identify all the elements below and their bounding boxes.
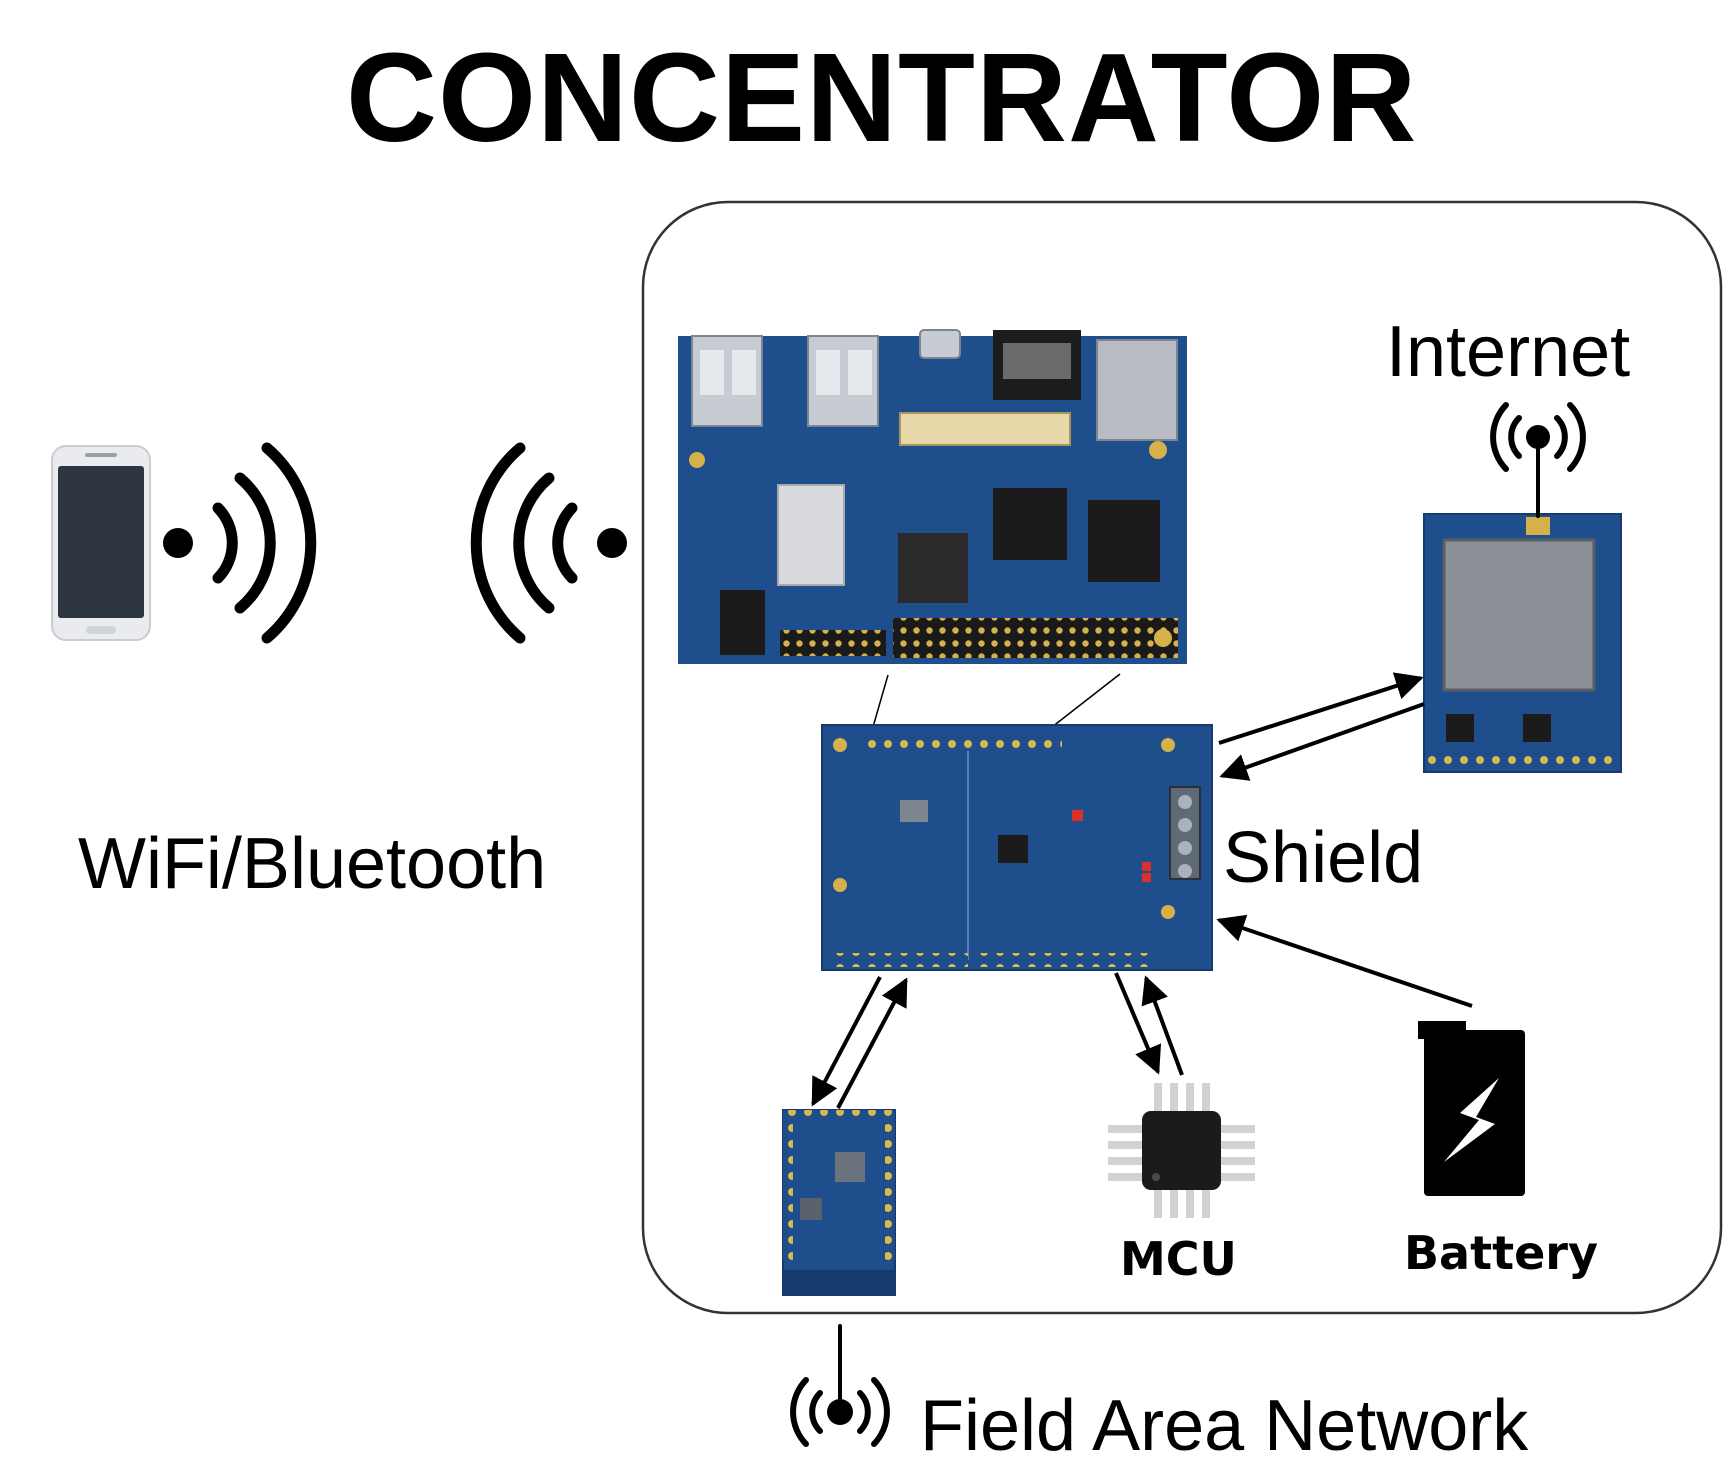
wireless-signal-icon (470, 442, 627, 644)
connector-line (1051, 673, 1121, 728)
chip-icon (1108, 1083, 1255, 1218)
wifi-bluetooth-label: WiFi/Bluetooth (78, 824, 547, 904)
internet-module-pcb (1423, 513, 1622, 773)
arrow-shield-to-mcu (1114, 972, 1162, 1075)
arrow-mcu-to-shield (1141, 975, 1184, 1076)
antenna-icon (790, 1324, 890, 1447)
arrows (811, 672, 1473, 1109)
concentrator-enclosure (641, 200, 1723, 1315)
internet-label: Internet (1386, 312, 1631, 392)
antenna-icon (1490, 402, 1586, 518)
field-area-network-label: Field Area Network (920, 1386, 1529, 1466)
arrow-radio-to-shield (836, 977, 908, 1109)
arrow-shield-to-radio (811, 976, 882, 1107)
connector-line (872, 674, 889, 728)
wireless-signal-icon (163, 442, 317, 644)
page-title: CONCENTRATOR (346, 27, 1418, 168)
arrow-battery-to-shield (1216, 914, 1473, 1008)
radio-module-pcb (782, 1109, 896, 1296)
battery-label: Battery (1404, 1226, 1598, 1280)
shield-label: Shield (1223, 818, 1424, 898)
arrow-shield-to-internet (1218, 672, 1424, 745)
dragonboard-pcb (678, 329, 1187, 664)
mcu-label: MCU (1120, 1232, 1237, 1286)
arrow-internet-to-shield (1219, 702, 1425, 781)
battery-icon (1418, 1021, 1525, 1196)
smartphone-icon (51, 445, 151, 641)
shield-pcb (821, 724, 1213, 971)
